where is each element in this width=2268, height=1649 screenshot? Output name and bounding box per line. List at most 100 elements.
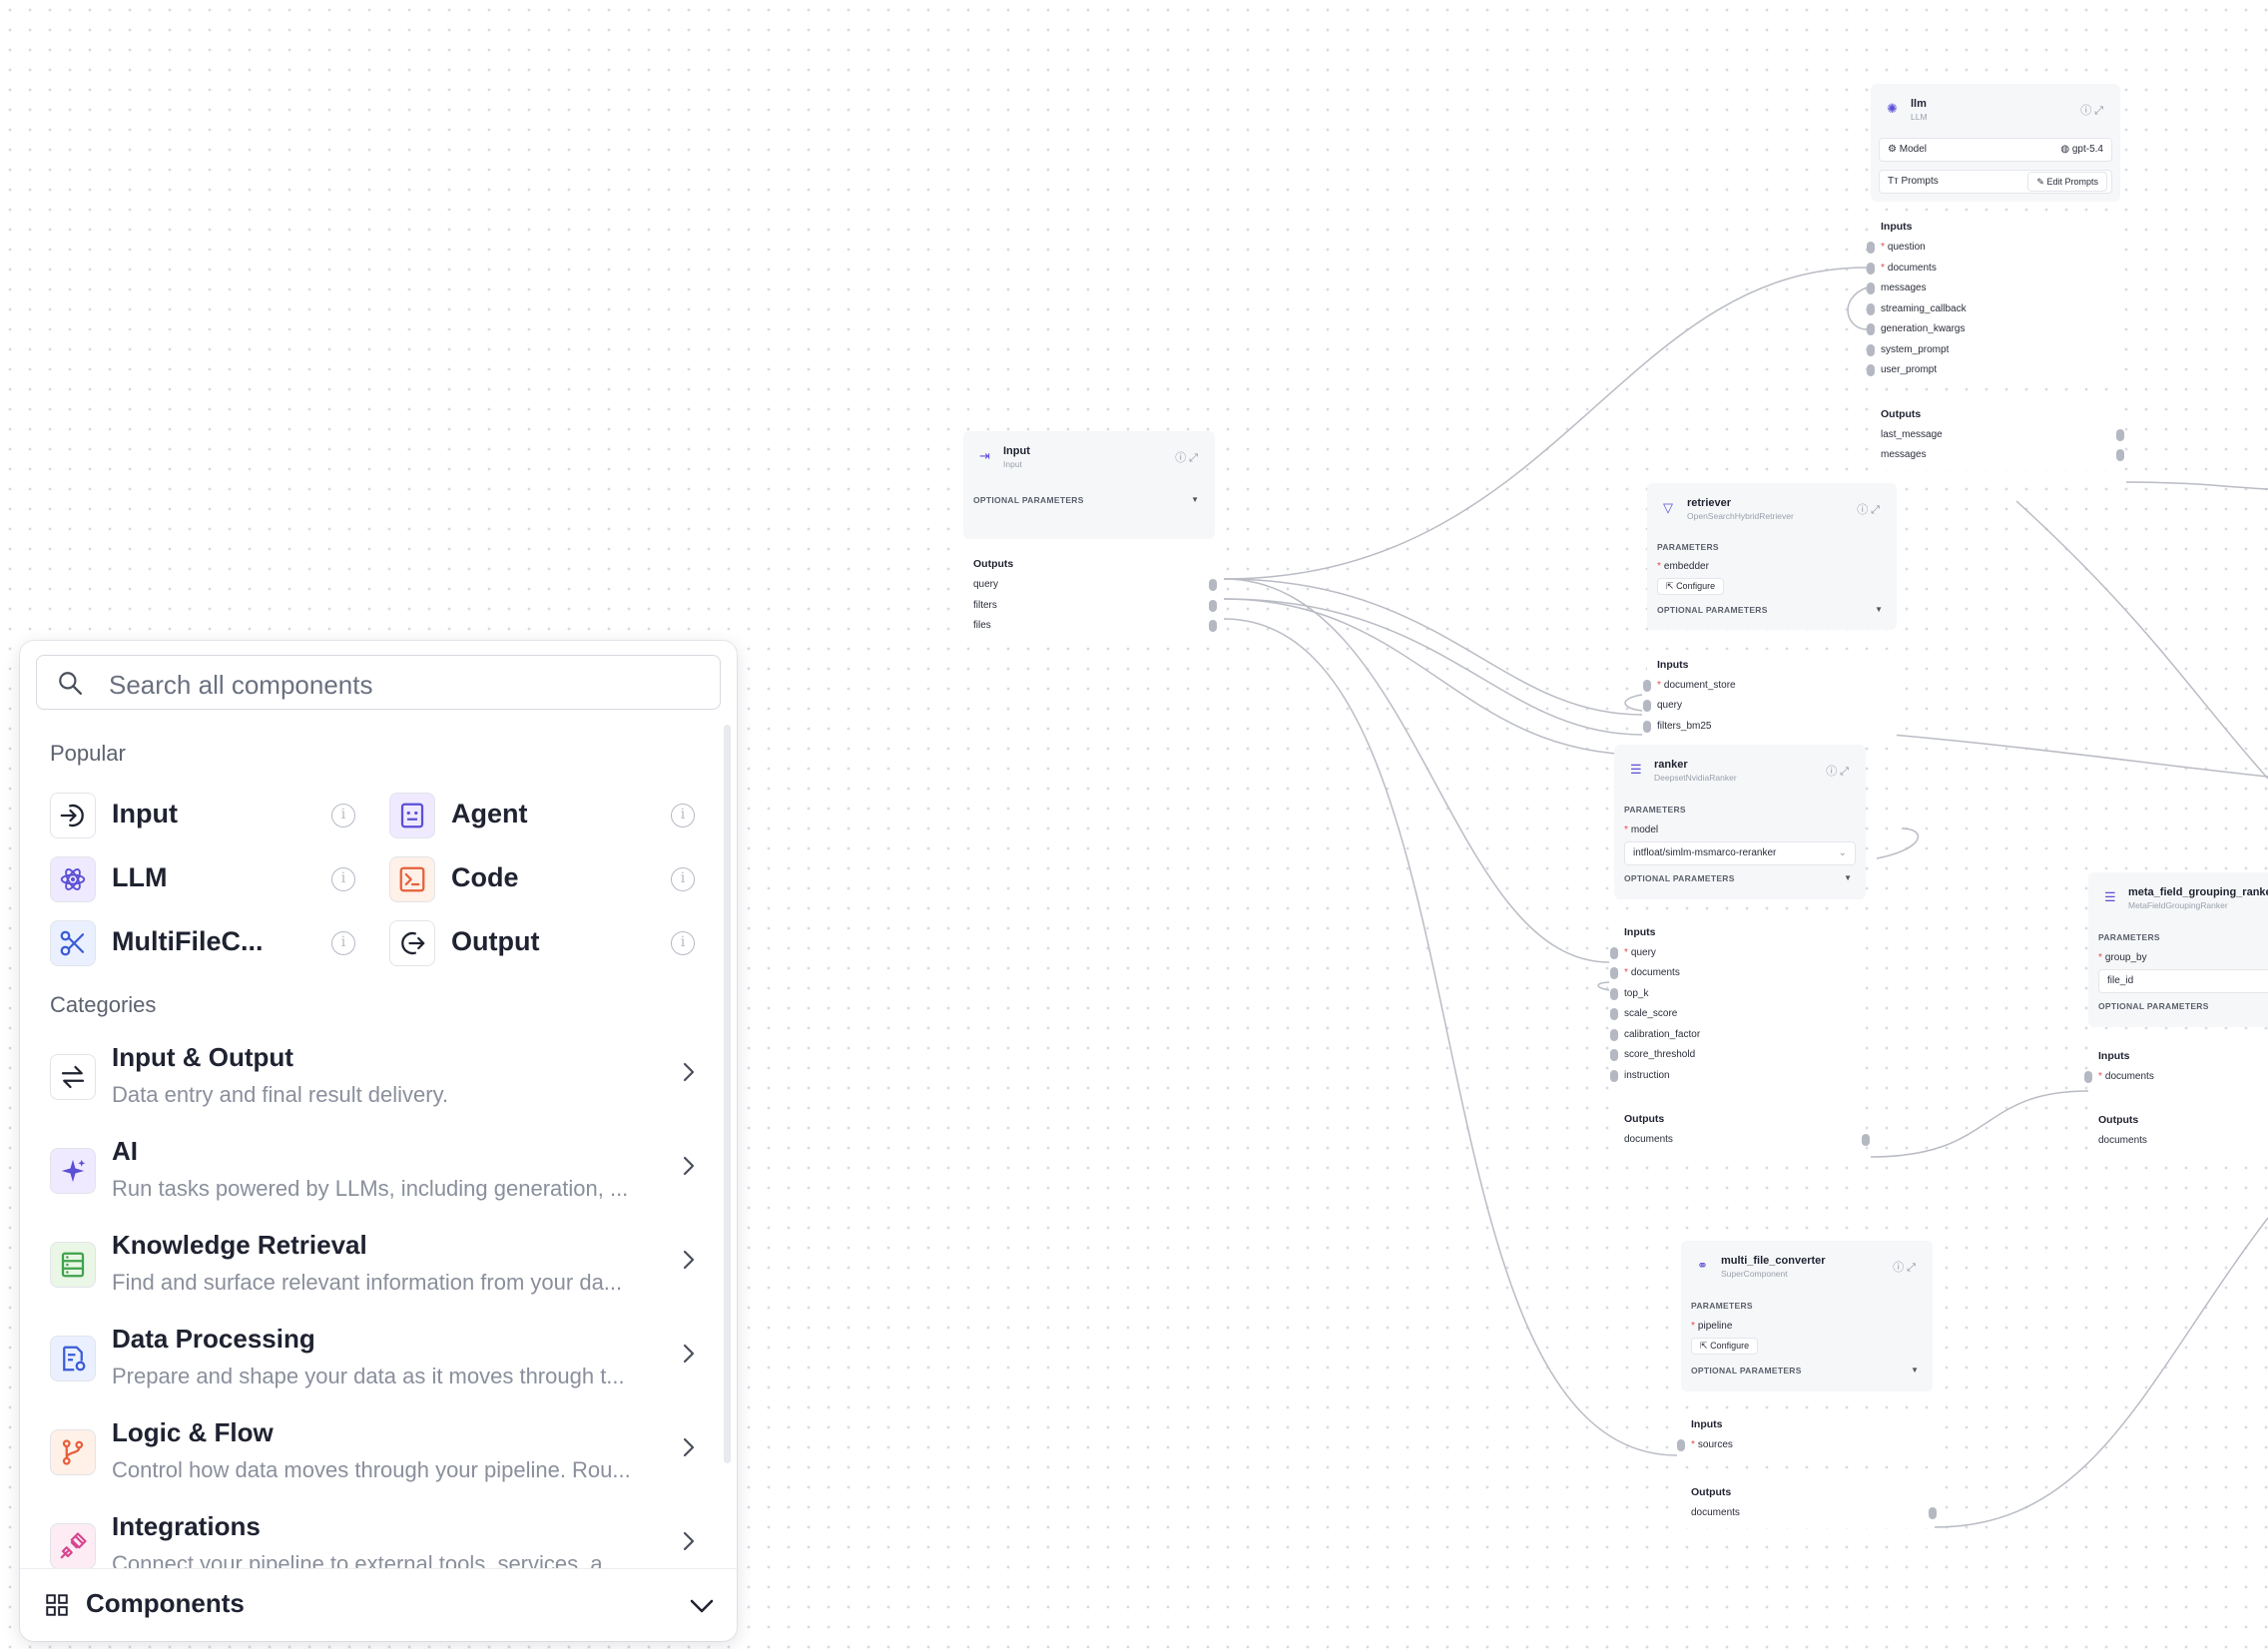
wire-mfc-out [1934,1217,2268,1528]
chevron-down-icon[interactable]: ▼ [1875,604,1883,614]
edit-prompts-button[interactable]: ✎ Edit Prompts [2027,172,2107,192]
model-field[interactable]: ⚙ Model ◍ gpt-5.4 [1879,138,2112,162]
optional-parameters-toggle[interactable]: OPTIONAL PARAMETERS [1624,872,1735,883]
wire-loop-ranker [1876,827,1920,859]
info-expand-icon[interactable]: ⓘ⤢ [1893,1262,1919,1274]
node-ranker[interactable]: ☰ ranker DeepsetNvidiaRanker ⓘ⤢ PARAMETE… [1610,745,1870,1155]
input-messages: messages [1867,278,2110,299]
port-handle[interactable] [2084,1070,2092,1083]
prompts-field[interactable]: Tт Prompts ✎ Edit Prompts [1879,170,2112,194]
port-handle[interactable] [1610,987,1618,1000]
port-handle[interactable] [1867,343,1875,356]
port-handle[interactable] [1610,946,1618,959]
port-handle[interactable] [1209,579,1217,591]
port-handle[interactable] [1929,1507,1937,1519]
search-input[interactable]: Search all components [36,655,721,710]
port-handle[interactable] [1610,1008,1618,1020]
port-handle[interactable] [1867,242,1875,254]
chevron-down-icon[interactable]: ▼ [1844,872,1852,882]
wire-retriever-right [1891,734,2268,778]
popular-item-llm[interactable]: LLM i [50,852,355,908]
chevron-down-icon[interactable]: ▼ [1911,1365,1919,1374]
port-handle[interactable] [2116,428,2124,441]
output-filters: filters [973,596,1217,617]
optional-parameters-toggle[interactable]: OPTIONAL PARAMETERS [2098,1000,2209,1011]
node-subtitle: SuperComponent [1721,1269,1788,1279]
input-query: *query [1610,943,1856,964]
model-select[interactable]: intfloat/simlm-msmarco-reranker⌄ [1624,840,1856,865]
popular-item-code[interactable]: Code i [389,852,695,908]
category-knowledge-retrieval[interactable]: Knowledge Retrieval Find and surface rel… [50,1228,709,1316]
output-documents: documents [1691,1503,1937,1524]
port-handle[interactable] [1610,1069,1618,1082]
param-group-by: *group_by [2098,952,2147,963]
node-meta-field-grouping-ranker[interactable]: ☰ meta_field_grouping_ranker MetaFieldGr… [2084,872,2268,1156]
node-input[interactable]: ⇥ Input Input ⓘ⤢ OPTIONAL PARAMETERS ▼ O… [963,431,1217,643]
inputs-header: Inputs [1691,1417,1723,1430]
port-handle[interactable] [1867,262,1875,275]
parameters-header: PARAMETERS [1624,805,1686,815]
info-expand-icon[interactable]: ⓘ⤢ [2080,105,2106,117]
node-title: multi_file_converter [1721,1255,1826,1267]
chevron-down-icon: ⌄ [1838,846,1847,858]
chevron-right-icon [683,1062,695,1082]
info-icon[interactable]: i [671,867,695,891]
port-handle[interactable] [1867,302,1875,315]
category-integrations[interactable]: Integrations Connect your pipeline to ex… [50,1509,709,1597]
group-by-input[interactable]: file_id [2098,968,2268,993]
node-llm[interactable]: ✺ llm LLM ⓘ⤢ ⚙ Model ◍ gpt-5.4 Tт Prompt… [1867,84,2124,470]
input-instruction: instruction [1610,1066,1856,1087]
node-retriever[interactable]: ▽ retriever OpenSearchHybridRetriever ⓘ⤢… [1643,483,1897,741]
port-handle[interactable] [1867,323,1875,335]
port-handle[interactable] [2116,449,2124,461]
port-handle[interactable] [1677,1438,1685,1451]
port-handle[interactable] [1862,1134,1870,1146]
param-pipeline: *pipeline [1691,1321,1733,1332]
configure-button[interactable]: ⇱ Configure [1657,577,1725,595]
popular-item-multifile-converter[interactable]: MultiFileC... i [50,916,355,972]
info-expand-icon[interactable]: ⓘ⤢ [1826,766,1852,778]
info-icon[interactable]: i [331,931,355,955]
popular-item-agent[interactable]: Agent i [389,789,695,844]
plug-icon [50,1523,96,1569]
port-handle[interactable] [1643,679,1651,692]
category-logic-flow[interactable]: Logic & Flow Control how data moves thro… [50,1415,709,1503]
port-handle[interactable] [1610,1049,1618,1061]
chevron-down-icon[interactable] [687,1591,717,1621]
components-footer[interactable]: Components [20,1568,737,1641]
port-handle[interactable] [1867,282,1875,294]
gear-icon: ⚙ [1888,144,1897,155]
info-icon[interactable]: i [671,804,695,827]
configure-button[interactable]: ⇱ Configure [1691,1337,1759,1355]
port-handle[interactable] [1643,700,1651,712]
branch-icon [50,1429,96,1475]
optional-parameters-toggle[interactable]: OPTIONAL PARAMETERS [1657,604,1768,615]
parameters-header: PARAMETERS [2098,932,2160,942]
search-icon [59,672,83,696]
port-handle[interactable] [1209,599,1217,612]
info-expand-icon[interactable]: ⓘ⤢ [1175,452,1201,464]
port-handle[interactable] [1643,720,1651,733]
output-documents: documents [2098,1135,2147,1146]
optional-parameters-toggle[interactable]: OPTIONAL PARAMETERS [1691,1365,1802,1375]
category-ai[interactable]: AI Run tasks powered by LLMs, including … [50,1134,709,1222]
node-multi-file-converter[interactable]: ⚭ multi_file_converter SuperComponent ⓘ⤢… [1677,1241,1937,1528]
panel-scrollbar[interactable] [724,725,731,1463]
port-handle[interactable] [1610,1028,1618,1041]
wire-files-mfc [1223,618,1678,1456]
popular-item-output[interactable]: Output i [389,916,695,972]
chevron-down-icon[interactable]: ▼ [1191,495,1199,504]
info-icon[interactable]: i [671,931,695,955]
category-data-processing[interactable]: Data Processing Prepare and shape your d… [50,1322,709,1409]
optional-parameters-toggle[interactable]: OPTIONAL PARAMETERS [973,495,1084,505]
info-icon[interactable]: i [331,867,355,891]
port-handle[interactable] [1867,364,1875,376]
port-handle[interactable] [1610,967,1618,979]
port-handle[interactable] [1209,620,1217,632]
category-input-output[interactable]: Input & Output Data entry and final resu… [50,1040,709,1128]
info-icon[interactable]: i [331,804,355,827]
popular-item-input[interactable]: Input i [50,789,355,844]
info-expand-icon[interactable]: ⓘ⤢ [1857,504,1883,516]
